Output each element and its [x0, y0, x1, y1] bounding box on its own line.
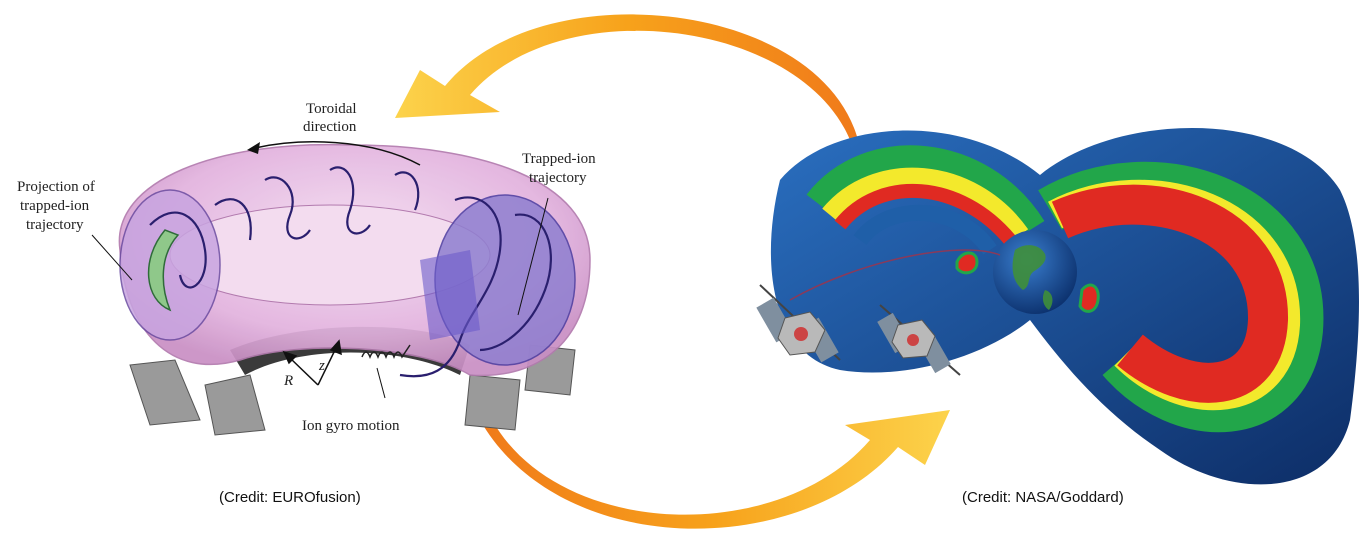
label-projection-line2: trapped-ion: [20, 198, 90, 214]
label-gyro: Ion gyro motion: [302, 418, 400, 434]
label-projection-line1: Projection of: [17, 179, 95, 195]
label-axis-r: R: [283, 373, 293, 389]
label-trapped-line1: Trapped-ion: [522, 151, 596, 167]
tokamak-illustration: Toroidal direction Projection of trapped…: [17, 101, 596, 435]
label-axis-z: z: [318, 358, 325, 374]
credit-right: (Credit: NASA/Goddard): [962, 489, 1124, 506]
label-projection-line3: trajectory: [26, 217, 84, 233]
earth: [993, 230, 1077, 314]
van-allen-belts-illustration: [756, 128, 1359, 484]
label-trapped-line2: trajectory: [529, 170, 587, 186]
inner-belt-left: [957, 253, 977, 273]
credit-left: (Credit: EUROfusion): [219, 489, 361, 506]
label-toroidal-line2: direction: [303, 119, 357, 135]
trajectory-cone: [420, 250, 480, 340]
inner-belt-right: [1080, 285, 1098, 311]
top-curved-arrow: [395, 14, 858, 140]
label-toroidal-line1: Toroidal: [306, 101, 357, 117]
bottom-curved-arrow: [480, 410, 950, 529]
